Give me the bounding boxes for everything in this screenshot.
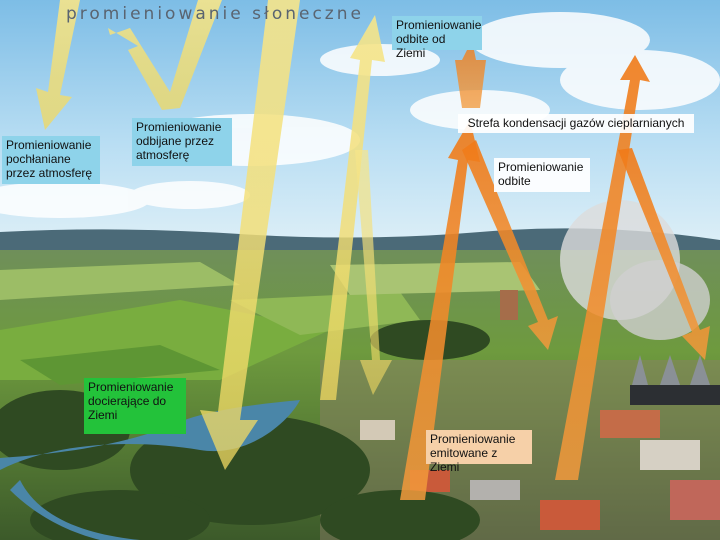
label-reflected: Promieniowanie odbite — [494, 158, 590, 192]
label-emitted-earth: Promieniowanie emitowane z Ziemi — [426, 430, 532, 464]
label-greenhouse-zone: Strefa kondensacji gazów cieplarnianych — [458, 114, 694, 133]
diagram-title: promieniowanie słoneczne — [66, 4, 364, 24]
label-absorbed: Promieniowanie pochłaniane przez atmosfe… — [2, 136, 100, 184]
label-reflected-atmosphere: Promieniowanie odbijane przez atmosferę — [132, 118, 232, 166]
label-reaching-earth: Promieniowanie docierające do Ziemi — [84, 378, 186, 434]
label-reflected-earth: Promieniowanie odbite od Ziemi — [392, 16, 482, 50]
